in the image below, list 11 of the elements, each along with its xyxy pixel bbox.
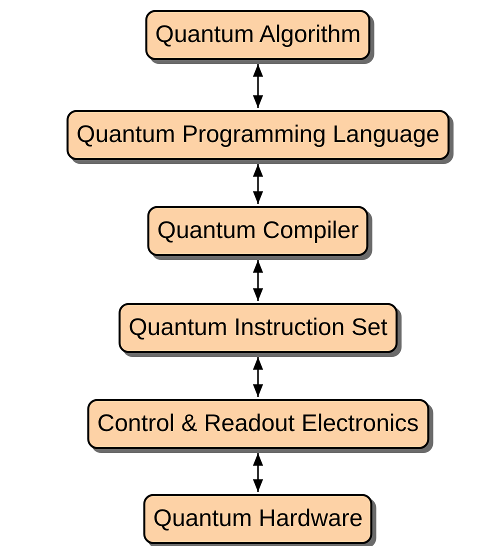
double-arrow [252,357,264,397]
box-label: Quantum Compiler [157,216,359,246]
process-box [143,494,373,544]
double-arrow [252,164,264,204]
box-label: Quantum Algorithm [155,20,361,50]
box-label: Control & Readout Electronics [97,409,419,439]
box-label: Quantum Programming Language [76,120,440,150]
box-label: Quantum Instruction Set [128,313,388,343]
double-arrow [252,260,264,301]
box-label: Quantum Hardware [153,504,363,534]
double-arrow [252,453,264,492]
